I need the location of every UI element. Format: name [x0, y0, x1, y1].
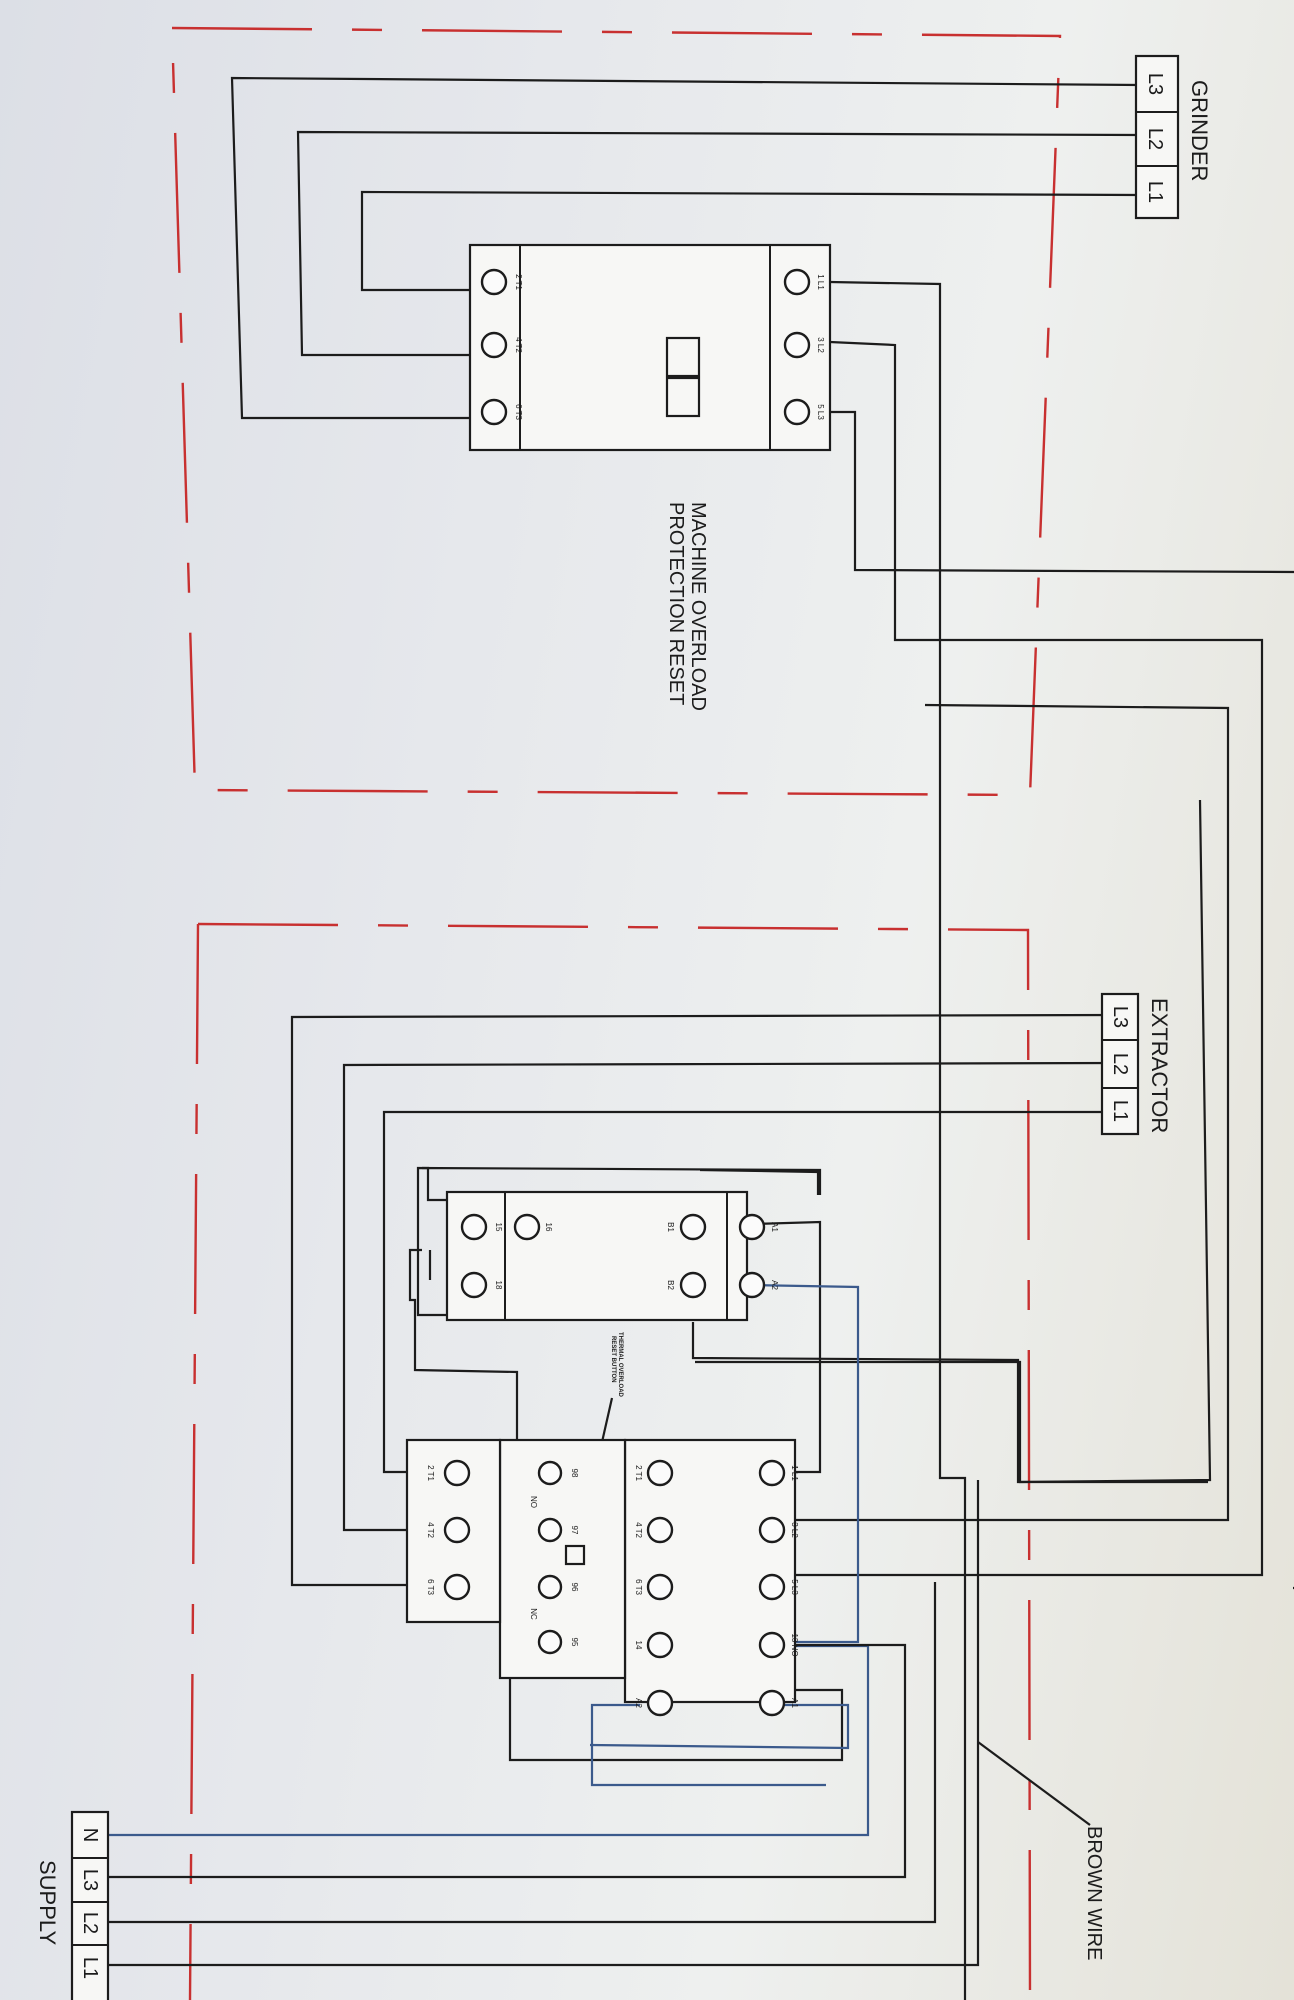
grinder-terminal-l1: L1 — [1144, 181, 1166, 203]
supply-terminal-block: N L3 L2 L1 SUPPLY — [35, 1810, 110, 2000]
motor-protection-breaker: 1 L1 3 L2 5 L3 2 T1 4 T2 6 T3 — [468, 243, 832, 452]
grinder-terminal-block: L3 L2 L1 GRINDER — [1134, 54, 1212, 220]
contactor-terminal-a2: A2 — [634, 1698, 643, 1708]
overload-terminal-2t1: 2 T1 — [426, 1465, 435, 1481]
overload-contact-97: 97 — [570, 1526, 579, 1535]
extractor-terminal-l3: L3 — [1109, 1006, 1131, 1028]
extractor-terminal-l1: L1 — [1109, 1100, 1131, 1122]
timer-terminal-b1: B1 — [666, 1222, 675, 1232]
supply-wires — [80, 1480, 980, 1967]
timer-terminal-a1: A1 — [770, 1222, 779, 1232]
supply-terminal-l3: L3 — [79, 1869, 101, 1891]
contactor-terminal-14: 14 — [634, 1641, 643, 1650]
contactor-terminal-2t1: 2 T1 — [634, 1465, 643, 1481]
overload-reset-line1: MACHINE OVERLOAD — [687, 502, 709, 711]
overload-contact-98: 98 — [570, 1469, 579, 1478]
extractor-label: EXTRACTOR — [1147, 998, 1172, 1133]
overload-contact-95: 95 — [570, 1638, 579, 1647]
extractor-wires — [290, 1013, 1121, 1587]
extractor-terminal-block: L3 L2 L1 EXTRACTOR — [1100, 992, 1172, 1136]
enclosure-lower — [188, 922, 1032, 2000]
timer-terminal-18: 18 — [494, 1281, 503, 1290]
grinder-label: GRINDER — [1187, 80, 1212, 181]
contactor-terminal-a1: A1 — [790, 1698, 799, 1708]
supply-terminal-n: N — [79, 1828, 101, 1842]
thermal-label-line2: RESET BUTTON — [610, 1336, 616, 1383]
grinder-terminal-l2: L2 — [1144, 128, 1166, 150]
mpcb-terminal-6t3: 6 T3 — [514, 404, 523, 420]
enclosure-upper — [170, 26, 1062, 797]
thermal-reset-label: THERMAL OVERLOAD RESET BUTTON — [610, 1332, 623, 1398]
supply-terminal-l2: L2 — [79, 1912, 101, 1934]
timer-terminal-16: 16 — [544, 1223, 553, 1232]
thermal-overload-relay: 98 97 96 95 NO NC 2 T1 4 T2 6 T3 — [405, 1438, 627, 1680]
overload-terminal-6t3: 6 T3 — [426, 1579, 435, 1595]
overload-reset-line2: PROTECTION RESET — [665, 502, 687, 705]
overload-nc-label: NC — [529, 1608, 538, 1620]
thermal-label-line1: THERMAL OVERLOAD — [617, 1332, 623, 1398]
machine-overload-label: MACHINE OVERLOAD PROTECTION RESET — [665, 502, 709, 711]
brown-wire-leader — [977, 1741, 1091, 1826]
extractor-terminal-l2: L2 — [1109, 1053, 1131, 1075]
mpcb-line-wires — [770, 280, 1294, 2000]
contactor-terminal-5l3: 5 L3 — [790, 1579, 799, 1595]
contactor-terminal-4t2: 4 T2 — [634, 1522, 643, 1538]
supply-label: SUPPLY — [35, 1860, 60, 1946]
contactor-terminal-3l2: 3 L2 — [790, 1522, 799, 1538]
overload-no-label: NO — [529, 1496, 538, 1508]
mpcb-terminal-5l3: 5 L3 — [816, 404, 825, 420]
mpcb-terminal-2t1: 2 T1 — [514, 274, 523, 290]
mpcb-terminal-4t2: 4 T2 — [514, 337, 523, 353]
contactor-terminal-1l1: 1 L1 — [790, 1465, 799, 1481]
timer-terminal-b2: B2 — [666, 1280, 675, 1290]
contactor-terminal-6t3: 6 T3 — [634, 1579, 643, 1595]
grinder-terminal-l3: L3 — [1144, 73, 1166, 95]
mpcb-terminal-3l2: 3 L2 — [816, 337, 825, 353]
supply-terminal-l1: L1 — [79, 1957, 101, 1979]
contactor-terminal-13no: 13 NO — [790, 1633, 799, 1656]
timer-terminal-a2: A2 — [770, 1280, 779, 1290]
grinder-wires — [230, 76, 1141, 420]
overload-contact-96: 96 — [570, 1583, 579, 1592]
mpcb-terminal-1l1: 1 L1 — [816, 274, 825, 290]
overload-terminal-4t2: 4 T2 — [426, 1522, 435, 1538]
timer-terminal-15: 15 — [494, 1223, 503, 1232]
brown-wire-label-group: BROWN WIRE — [1083, 1826, 1105, 1960]
timer-relay: A1 A2 B1 B2 15 16 18 — [422, 1166, 820, 1322]
contactor: 1 L1 3 L2 5 L3 13 NO A1 2 T1 4 T2 6 T3 1… — [623, 1438, 799, 1717]
brown-wire-label: BROWN WIRE — [1083, 1826, 1105, 1960]
